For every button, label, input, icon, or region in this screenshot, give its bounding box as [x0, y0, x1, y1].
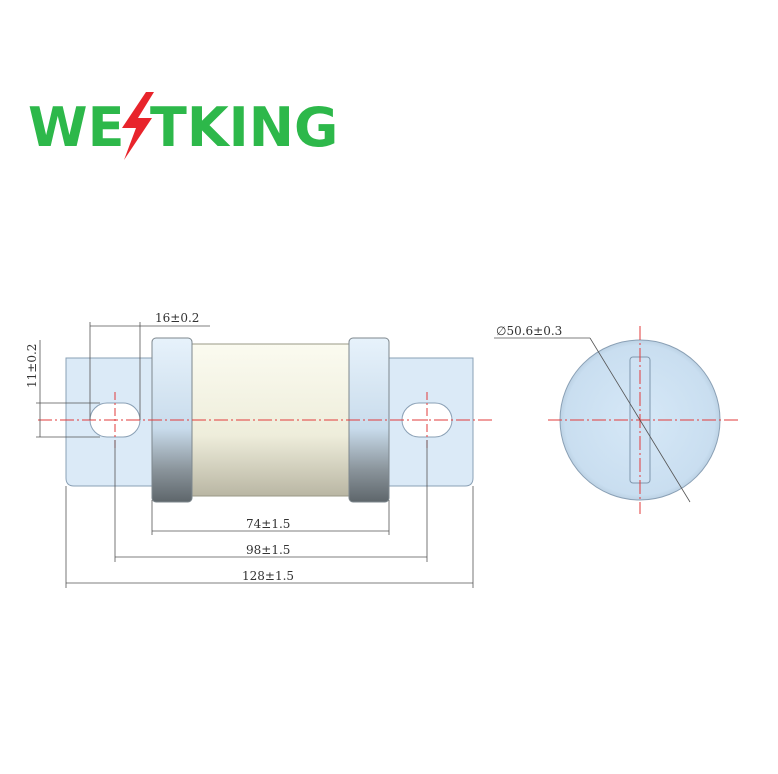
diameter-line: [589, 337, 691, 503]
dim-label-98: 98±1.5: [246, 543, 290, 557]
brand-logo: WE TKING: [28, 92, 338, 160]
dim-label-74: 74±1.5: [246, 517, 290, 531]
dimension-lines: [36, 322, 474, 588]
dim-label-11: 11±0.2: [25, 344, 39, 388]
dim-label-diameter: ∅50.6±0.3: [496, 324, 562, 338]
fuse-side-view: [38, 337, 492, 503]
brand-letters-right: TKING: [150, 96, 338, 159]
fuse-end-view: [494, 326, 738, 514]
lightning-bolt-icon: [122, 92, 154, 160]
dim-label-128: 128±1.5: [242, 569, 294, 583]
brand-letters-left: WE: [28, 96, 124, 159]
dim-label-16: 16±0.2: [155, 311, 199, 325]
